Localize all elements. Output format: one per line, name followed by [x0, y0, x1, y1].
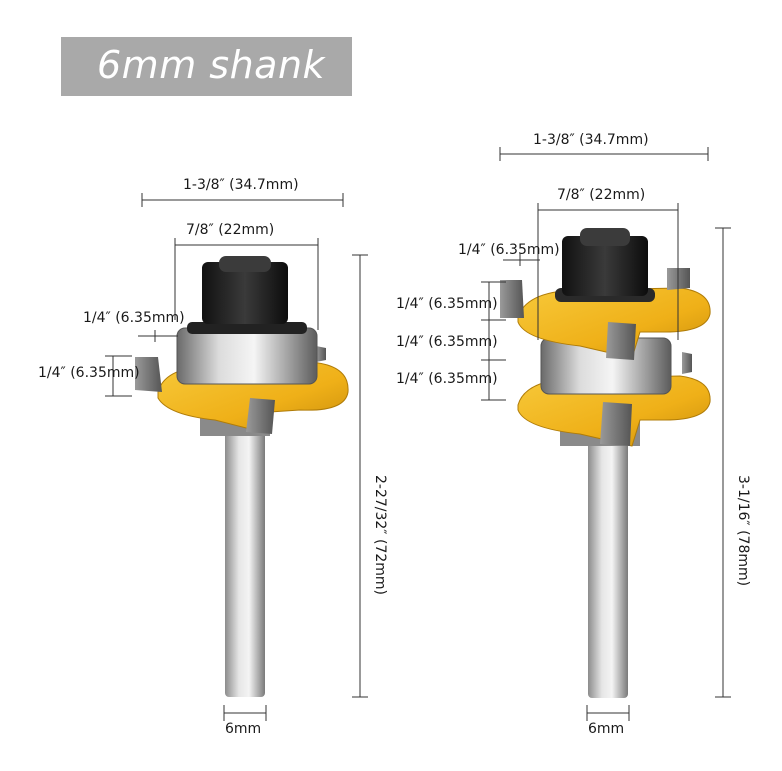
left-carbide-tip-front: [246, 398, 275, 434]
left-label-shank: 6mm: [225, 721, 262, 737]
left-label-groove-depth: 1/4″ (6.35mm): [83, 310, 185, 326]
left-carbide-tip-side: [316, 346, 326, 362]
right-dim-stack: [481, 281, 506, 401]
left-dim-shank: [223, 705, 267, 721]
left-dim-cutter-height: [105, 355, 132, 397]
right-label-lower-cutter: 1/4″ (6.35mm): [396, 371, 498, 387]
left-shank: [225, 432, 265, 697]
right-upper-carbide-back: [500, 280, 524, 318]
right-dim-overall: [499, 147, 709, 161]
right-dim-tongue-depth: [503, 254, 540, 266]
left-label-total-length: 2-27/32″ (72mm): [372, 475, 388, 595]
right-dim-shank: [586, 705, 630, 721]
left-dim-groove-depth: [138, 330, 178, 342]
right-label-gap: 1/4″ (6.35mm): [396, 334, 498, 350]
right-lower-carbide-tip: [600, 402, 632, 446]
left-label-cutter-height: 1/4″ (6.35mm): [38, 365, 140, 381]
left-router-bit: [105, 193, 368, 721]
left-hex-nut: [202, 262, 288, 324]
right-hex-nut: [562, 236, 648, 296]
title-banner: 6mm shank: [61, 37, 352, 96]
left-dim-overall: [141, 193, 344, 207]
left-label-overall: 1-3/8″ (34.7mm): [183, 177, 299, 193]
right-upper-carbide-tip: [606, 322, 636, 360]
left-carbide-tip-back: [135, 357, 162, 392]
right-nut-cap: [580, 228, 630, 246]
title-text: 6mm shank: [97, 43, 326, 87]
right-label-shank: 6mm: [588, 721, 625, 737]
left-dim-total-length: [352, 254, 368, 698]
right-label-tongue-depth: 1/4″ (6.35mm): [458, 242, 560, 258]
right-lower-carbide-side: [682, 352, 692, 374]
right-dim-bearing: [537, 203, 679, 340]
right-label-upper-cutter: 1/4″ (6.35mm): [396, 296, 498, 312]
left-bearing-seal: [187, 322, 307, 334]
right-label-overall: 1-3/8″ (34.7mm): [533, 132, 649, 148]
right-label-total-length: 3-1/16″ (78mm): [735, 475, 751, 587]
left-bearing: [176, 327, 318, 385]
right-router-bit: [481, 147, 731, 721]
right-label-bearing: 7/8″ (22mm): [557, 187, 646, 203]
right-shank: [588, 440, 628, 698]
left-nut-cap: [219, 256, 271, 272]
left-dim-bearing: [174, 238, 319, 330]
left-label-bearing: 7/8″ (22mm): [186, 222, 275, 238]
right-dim-total-length: [715, 227, 731, 698]
